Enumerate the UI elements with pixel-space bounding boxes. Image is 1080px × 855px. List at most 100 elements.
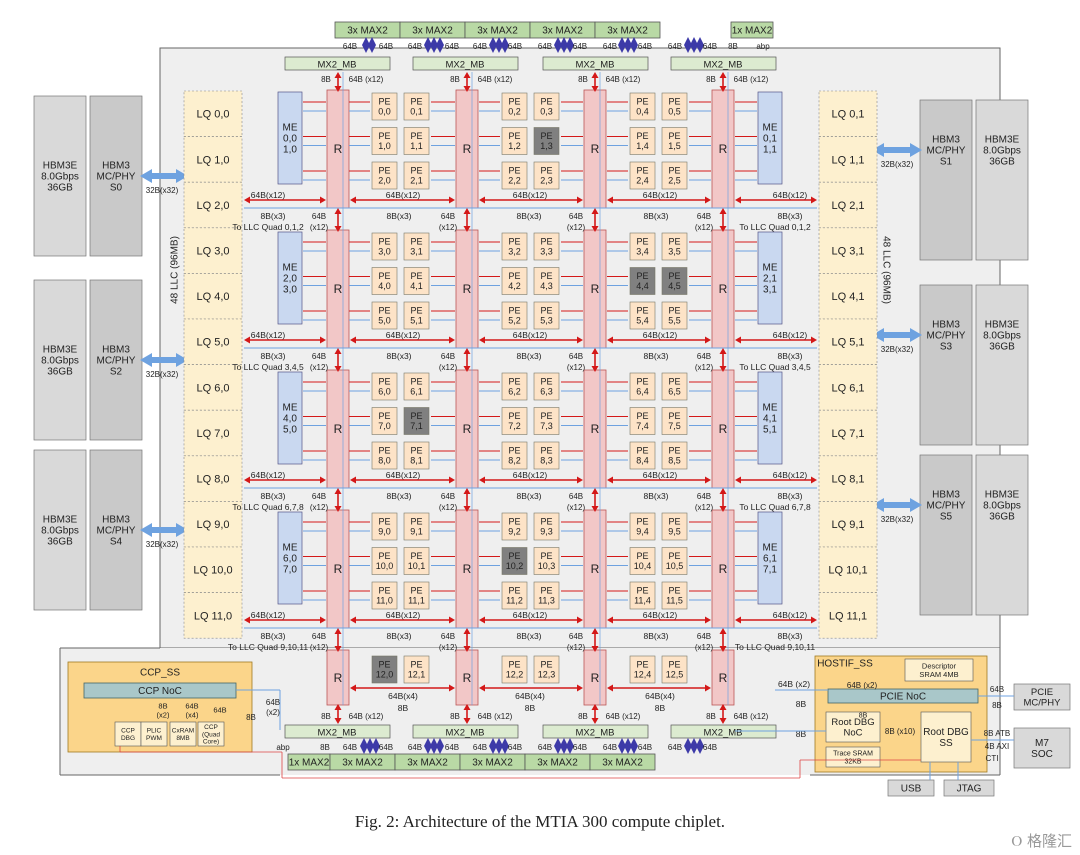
arrowhead [463, 628, 471, 634]
arrowhead [463, 226, 471, 232]
hostif-link-label: 64B [990, 685, 1004, 694]
connector-diamond [430, 37, 438, 53]
arrowhead [244, 616, 250, 624]
link-label: 64B [603, 42, 617, 51]
router-label: R [719, 142, 728, 156]
connector-diamond [684, 738, 692, 754]
arrowhead [811, 476, 817, 484]
ccp-link-label: (x4) [186, 711, 199, 720]
bus-label: 64B(x12) [251, 330, 286, 340]
pe-block [371, 232, 398, 261]
bus-label: 8B(x3) [516, 491, 541, 501]
arrowhead [607, 336, 613, 344]
llc-quad-label: To LLC Quad 6,7,8 [232, 502, 304, 512]
usb-block [887, 779, 935, 797]
arrowhead [719, 72, 727, 78]
pe-block [533, 161, 560, 190]
llc-quad-label: To LLC Quad 6,7,8 [739, 502, 811, 512]
bus-label: 8B(x3) [643, 351, 668, 361]
pe-block [661, 127, 688, 155]
bus-label: 8B(x3) [386, 351, 411, 361]
hostif-ss-title: HOSTIF_SS [817, 659, 873, 670]
router-vlink-label: 64B [697, 632, 711, 641]
link-label: 64B [538, 743, 552, 752]
arrowhead [334, 718, 342, 724]
pe-block [403, 92, 430, 121]
llc-label-right: 48 LLC (96MB) [881, 236, 892, 304]
hbm3-phy-block [919, 99, 973, 261]
bus-label: 64B(x12) [773, 470, 808, 480]
lq-label: LQ 1,1 [831, 154, 864, 166]
mx2-mb-bottom [542, 724, 649, 739]
router-vlink-label: (x12) [439, 643, 458, 652]
router-vlink-label: (x12) [567, 503, 586, 512]
arrowhead [334, 704, 342, 710]
pe-block [533, 92, 560, 121]
ccp-link-label: (x2) [266, 708, 280, 717]
arrowhead [463, 506, 471, 512]
link-label: 64B [408, 42, 422, 51]
ccp-link-label: 64B [185, 702, 198, 711]
lq-block [818, 409, 878, 457]
router-bottom-label: 64B (x12) [349, 712, 384, 721]
router-vlink-label: (x12) [567, 223, 586, 232]
link-label: 64B [445, 743, 459, 752]
bus-label: 8B(x3) [516, 211, 541, 221]
pe-block [501, 441, 528, 470]
arrowhead [350, 196, 356, 204]
router-label: R [719, 671, 728, 685]
hbm3e-block [33, 279, 87, 441]
connector-diamond [430, 738, 438, 754]
router-vlink-label: 64B [441, 632, 455, 641]
link-label: 64B [573, 743, 587, 752]
pe-block [371, 441, 398, 470]
arrowhead [350, 684, 356, 692]
link-label: abp [276, 743, 290, 752]
arrowhead [811, 616, 817, 624]
ccp-sub-block [197, 721, 225, 747]
bus-label: 64B(x12) [251, 190, 286, 200]
me-block [277, 511, 303, 605]
usb-label: USB [901, 784, 922, 795]
router-label: R [719, 282, 728, 296]
hostif-link-label: 8B [796, 729, 807, 739]
bus-label: 64B(x12) [386, 190, 421, 200]
link-label: 8B [728, 42, 738, 51]
max2-label-bottom: 3x MAX2 [407, 758, 448, 769]
router-label: R [463, 142, 472, 156]
router-vlink-label: 64B [312, 492, 326, 501]
ccp-sub-block [140, 721, 168, 747]
link-label: 64B [668, 42, 682, 51]
bus-label: 64B(x12) [643, 470, 678, 480]
pe-block [371, 92, 398, 121]
pe-block [629, 372, 656, 401]
arrowhead [463, 704, 471, 710]
mx2-mb-label: MX2_MB [445, 727, 484, 738]
connector-diamond [624, 738, 632, 754]
lq-label: LQ 5,1 [831, 337, 864, 349]
pe-block [629, 547, 656, 575]
connector-diamond [424, 738, 432, 754]
link-label: 64B [538, 42, 552, 51]
lq-label: LQ 2,1 [831, 200, 864, 212]
lq-label: LQ 0,0 [196, 109, 229, 121]
router-label: R [719, 562, 728, 576]
